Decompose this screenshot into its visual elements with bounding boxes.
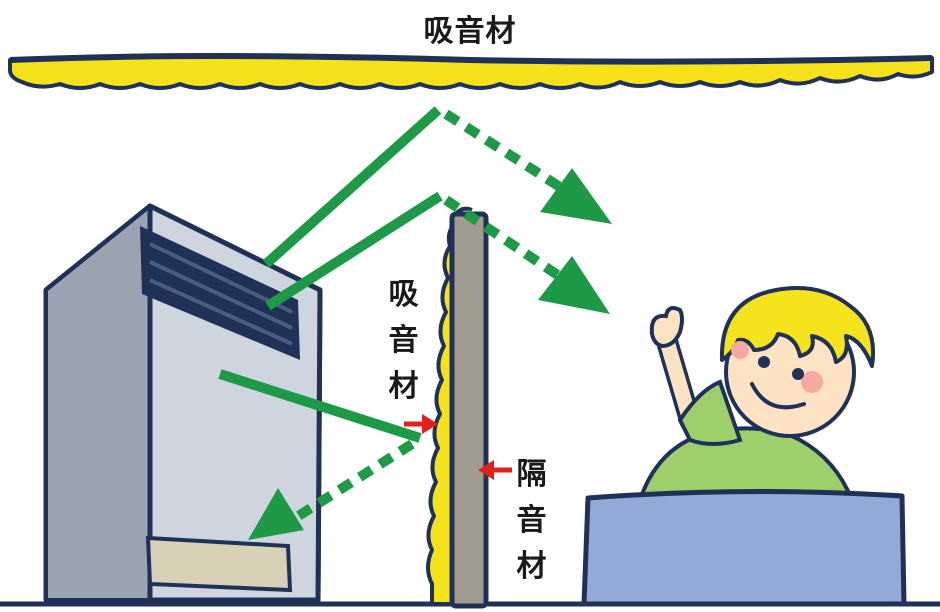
direct-sound-path-upper <box>266 110 438 264</box>
noise-machine-icon <box>46 206 320 600</box>
panel-absorber-char: 音 <box>384 318 424 364</box>
desk-icon <box>584 491 904 604</box>
ceiling-absorber-icon <box>10 56 932 88</box>
reflected-sound-path-upper <box>446 114 574 196</box>
sound-insulator-label: 隔 音 材 <box>512 452 552 590</box>
sound-barrier-icon <box>428 209 486 606</box>
ceiling-absorber-label: 吸音材 <box>0 6 940 50</box>
sound-insulator-char: 音 <box>512 498 552 544</box>
waving-person-icon <box>640 288 873 500</box>
panel-absorber-char: 材 <box>384 364 424 410</box>
panel-absorber-label: 吸 音 材 <box>384 272 424 410</box>
panel-absorber-char: 吸 <box>384 272 424 318</box>
sound-insulator-char: 隔 <box>512 452 552 498</box>
sound-insulator-char: 材 <box>512 544 552 590</box>
